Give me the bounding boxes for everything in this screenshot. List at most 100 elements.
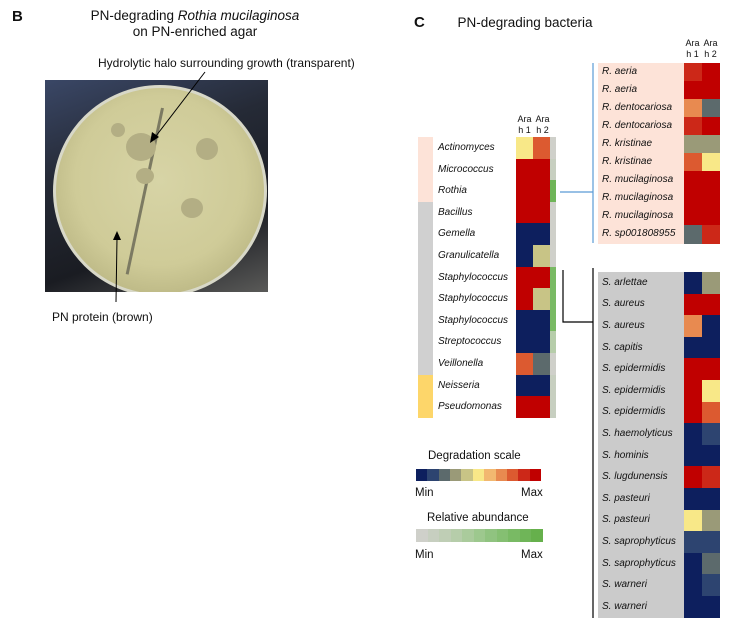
heatmap-cell: [516, 158, 533, 181]
group-bar-cell: [418, 331, 433, 354]
group-bar-cell: [418, 309, 433, 332]
heatmap-cell: [516, 180, 533, 203]
row-label: S. epidermidis: [602, 406, 666, 418]
heatmap-cell: [684, 153, 702, 172]
row-label: R. kristinae: [602, 156, 653, 167]
heatmap-cell: [684, 509, 702, 532]
row-label: S. warneri: [602, 600, 648, 612]
heatmap-cell: [533, 266, 550, 289]
group-bar-cell: [418, 158, 433, 181]
row-background: [598, 401, 684, 424]
row-label: Micrococcus: [438, 163, 494, 175]
heatmap-cell: [516, 331, 533, 354]
row-label: R. kristinae: [602, 138, 653, 149]
abundance-scale-swatch: [531, 529, 544, 542]
row-background: [598, 189, 684, 208]
abundance-scale-swatch: [485, 529, 497, 542]
halo-arrowhead: [150, 132, 159, 143]
protein-arrowhead: [113, 231, 121, 240]
abundance-cell: [550, 353, 556, 376]
panel-b-letter: B: [12, 8, 23, 25]
degradation-scale-swatch: [506, 469, 519, 481]
degradation-scale-swatch: [518, 469, 530, 481]
heatmap-cell: [516, 353, 533, 376]
row-label: S. pasteuri: [602, 492, 650, 504]
row-background: [598, 336, 684, 359]
row-label: R. mucilaginosa: [602, 192, 674, 203]
row-label: S. warneri: [602, 579, 648, 591]
abundance-scale-swatch: [416, 529, 428, 542]
row-label: Pseudomonas: [438, 401, 502, 413]
row-label: S. saprophyticus: [602, 536, 676, 547]
colony: [136, 168, 154, 184]
heatmap-cell: [533, 245, 550, 268]
group-bar-cell: [418, 266, 433, 289]
degradation-scale-swatch: [495, 469, 507, 481]
heatmap-cell: [684, 81, 702, 100]
degradation-scale-swatch: [484, 469, 496, 481]
row-label: Staphylococcus: [438, 314, 509, 326]
group-bar-cell: [418, 180, 433, 203]
abundance-min-label: Min: [415, 549, 434, 561]
heatmap-cell: [533, 396, 550, 419]
panel-b-title: PN-degrading Rothia mucilaginosa on PN-e…: [60, 8, 330, 40]
abundance-scale-swatch: [427, 529, 440, 542]
row-label: S. arlettae: [602, 276, 648, 288]
heatmap-cell: [702, 596, 720, 619]
heatmap-cell: [702, 207, 720, 226]
row-background: [598, 171, 684, 190]
annotation-arrows: [113, 71, 206, 303]
group-bar-cell: [418, 245, 433, 268]
row-background: [598, 380, 684, 403]
row-background: [598, 207, 684, 226]
panel-c-title: PN-degrading bacteria: [457, 15, 593, 30]
colony: [196, 138, 218, 160]
heatmap-cell: [702, 171, 720, 190]
row-background: [598, 596, 684, 619]
heatmap-cell: [684, 99, 702, 118]
row-background: [598, 272, 684, 295]
abundance-cell: [550, 245, 556, 268]
column-header-line: Ara: [535, 114, 550, 124]
heatmap-cell: [702, 272, 720, 295]
group-bar-cell: [418, 288, 433, 311]
abundance-cell: [550, 266, 556, 289]
row-background: [598, 531, 684, 554]
column-header-line: Ara: [517, 114, 532, 124]
abundance-cell: [550, 137, 556, 160]
heatmap-cell: [702, 99, 720, 118]
staph-connector: [562, 270, 593, 323]
abundance-cell: [550, 309, 556, 332]
abundance-cell: [550, 331, 556, 354]
row-background: [598, 225, 684, 244]
abundance-legend-title: Relative abundance: [427, 512, 529, 524]
group-bar-cell: [418, 137, 433, 160]
row-label: R. aeria: [602, 84, 638, 95]
row-label: R. dentocariosa: [602, 120, 673, 131]
title-species: Rothia mucilaginosa: [177, 8, 300, 23]
heatmap-cell: [516, 266, 533, 289]
heatmap-cell: [684, 423, 702, 446]
abundance-scale-swatch: [519, 529, 532, 542]
colony: [181, 198, 203, 218]
heatmap-cell: [684, 293, 702, 316]
heatmap-cell: [702, 401, 720, 424]
row-label: Neisseria: [438, 379, 480, 391]
heatmap-cell: [533, 353, 550, 376]
abundance-scale-swatch: [473, 529, 486, 542]
row-background: [598, 509, 684, 532]
row-label: Gemella: [438, 228, 476, 240]
heatmap-cell: [684, 596, 702, 619]
colony: [111, 123, 125, 137]
degradation-legend-title: Degradation scale: [428, 450, 521, 462]
row-label: S. aureus: [602, 320, 645, 331]
heatmap-cell: [684, 207, 702, 226]
row-label: Actinomyces: [438, 142, 495, 153]
row-label: S. saprophyticus: [602, 557, 676, 569]
row-label: S. epidermidis: [602, 384, 666, 396]
